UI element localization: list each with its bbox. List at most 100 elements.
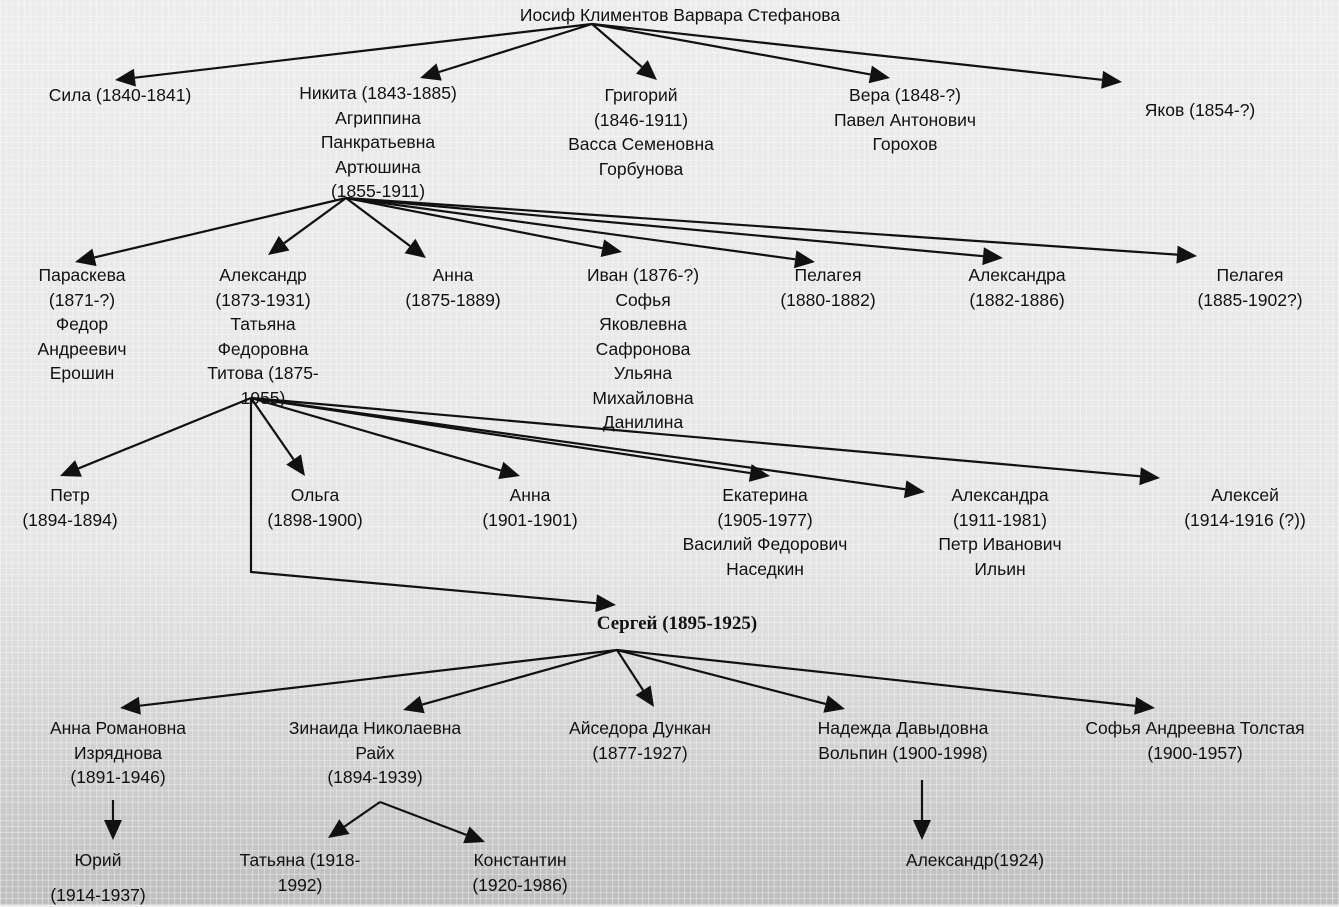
- arrow-nikita-to-ivan: [346, 198, 602, 248]
- person-line: (1882-1886): [968, 288, 1065, 313]
- person-line: Александра: [938, 483, 1061, 508]
- arrowhead-icon: [601, 239, 622, 257]
- person-aleksandra1: Александра(1882-1886): [968, 263, 1065, 312]
- person-line: Андреевич: [38, 337, 127, 362]
- person-yuriy: Юрий (1914-1937): [50, 848, 145, 907]
- person-line: (1911-1981): [938, 508, 1061, 533]
- person-line: (1891-1946): [50, 765, 186, 790]
- person-line: Петр: [22, 483, 117, 508]
- person-line: Федор: [38, 312, 127, 337]
- person-line: Титова (1875-: [207, 361, 319, 386]
- person-line: (1875-1889): [405, 288, 500, 313]
- arrowhead-icon: [823, 695, 845, 712]
- arrowhead-icon: [1101, 71, 1122, 89]
- person-line: (1914-1916 (?)): [1184, 508, 1306, 533]
- arrow-nikita-to-pelageya2: [346, 198, 1177, 255]
- person-line: (1920-1986): [472, 873, 567, 898]
- person-line: Алексей: [1184, 483, 1306, 508]
- person-line: Сергей (1895-1925): [597, 612, 757, 637]
- person-line: 1992): [240, 873, 361, 898]
- person-tatyana: Татьяна (1918-1992): [240, 848, 361, 897]
- person-line: Агриппина: [299, 106, 457, 131]
- person-line: Вольпин (1900-1998): [818, 741, 989, 766]
- person-line: (1877-1927): [569, 741, 711, 766]
- person-line: Иосиф Климентов Варвара Стефанова: [520, 3, 840, 28]
- arrowhead-icon: [420, 63, 442, 80]
- arrowhead-icon: [463, 826, 485, 843]
- person-line: Ерошин: [38, 361, 127, 386]
- person-line: Изряднова: [50, 741, 186, 766]
- person-petr: Петр(1894-1894): [22, 483, 117, 532]
- person-line: Параскева: [38, 263, 127, 288]
- arrow-sergey-to-izryadnova: [140, 650, 617, 706]
- arrow-sergey-to-raikh: [422, 650, 617, 705]
- arrow-raikh-to-konstantin: [380, 802, 466, 835]
- person-line: Екатерина: [683, 483, 848, 508]
- person-line: Наседкин: [683, 557, 848, 582]
- person-line: (1898-1900): [267, 508, 362, 533]
- person-line: (1900-1957): [1085, 741, 1304, 766]
- person-line: Артюшина: [299, 155, 457, 180]
- person-line: Михайловна: [587, 386, 699, 411]
- arrowhead-icon: [104, 820, 122, 840]
- person-yakov: Яков (1854-?): [1145, 98, 1256, 123]
- arrowhead-icon: [498, 462, 520, 479]
- arrow-root-to-nikita: [439, 24, 592, 72]
- person-aleksandr2: Александр(1924): [906, 848, 1044, 873]
- person-line: Константин: [472, 848, 567, 873]
- arrowhead-icon: [869, 66, 890, 84]
- person-line: Сила (1840-1841): [49, 83, 192, 108]
- person-line: Ульяна: [587, 361, 699, 386]
- person-line: Александра: [968, 263, 1065, 288]
- person-olga: Ольга(1898-1900): [267, 483, 362, 532]
- person-line: (1871-?): [38, 288, 127, 313]
- person-line: Райх: [289, 741, 461, 766]
- arrowhead-icon: [120, 697, 141, 715]
- person-line: (1885-1902?): [1197, 288, 1302, 313]
- person-line: (1880-1882): [780, 288, 875, 313]
- person-line: Юрий: [50, 848, 145, 873]
- person-line: (1873-1931): [207, 288, 319, 313]
- arrow-root-to-grigoriy: [592, 24, 642, 67]
- person-line: Софья: [587, 288, 699, 313]
- person-line: Василий Федорович: [683, 532, 848, 557]
- person-line: Вера (1848-?): [834, 83, 976, 108]
- person-anna2: Анна(1901-1901): [482, 483, 577, 532]
- person-line: Айседора Дункан: [569, 716, 711, 741]
- person-root: Иосиф Климентов Варвара Стефанова: [520, 3, 840, 28]
- person-line: Надежда Давыдовна: [818, 716, 989, 741]
- arrow-aleksandr-to-aleksandra2: [251, 398, 905, 489]
- person-line: Данилина: [587, 410, 699, 435]
- arrow-sergey-to-tolstaya: [617, 650, 1135, 706]
- person-line: Татьяна (1918-: [240, 848, 361, 873]
- person-line: Зинаида Николаевна: [289, 716, 461, 741]
- person-line: Григорий: [568, 83, 714, 108]
- person-tolstaya: Софья Андреевна Толстая(1900-1957): [1085, 716, 1304, 765]
- person-line: Анна: [405, 263, 500, 288]
- person-line: Пелагея: [1197, 263, 1302, 288]
- arrow-nikita-to-paraskeva: [94, 198, 346, 257]
- arrowhead-icon: [1176, 246, 1197, 264]
- person-anna1: Анна(1875-1889): [405, 263, 500, 312]
- person-line: (1846-1911): [568, 108, 714, 133]
- person-line: Горбунова: [568, 157, 714, 182]
- person-line: (1914-1937): [50, 883, 145, 907]
- person-line: Анна: [482, 483, 577, 508]
- person-line: (1894-1939): [289, 765, 461, 790]
- person-line: Александр: [207, 263, 319, 288]
- arrow-root-to-sila: [135, 24, 592, 78]
- arrow-raikh-to-tatyana: [344, 802, 380, 827]
- arrowhead-icon: [328, 819, 350, 838]
- person-line: (1855-1911): [299, 179, 457, 204]
- arrowhead-icon: [904, 480, 925, 498]
- arrow-nikita-to-aleksandra1: [346, 198, 983, 256]
- arrowhead-icon: [1139, 467, 1160, 485]
